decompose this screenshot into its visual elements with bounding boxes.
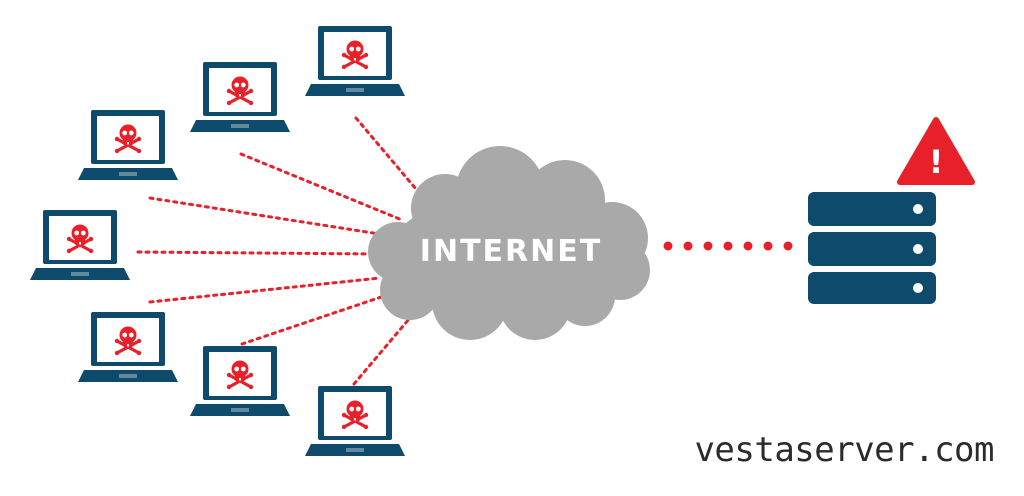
laptop-skull-icon [305,26,405,96]
brand-watermark: vestaserver.com [694,430,994,470]
attack-line [240,290,398,346]
laptop-skull-icon [305,386,405,456]
warning-triangle-icon: ! [897,117,975,185]
cloud-icon [368,146,650,340]
attacker-group [30,26,405,456]
server-link [663,241,793,251]
attack-lines [136,116,434,386]
server-link-dot [763,241,773,251]
target-server: ! [808,117,975,304]
server-link-dot [683,241,693,251]
laptop-skull-icon [190,62,290,132]
server-link-dot [743,241,753,251]
alert-symbol: ! [929,143,944,181]
laptop-skull-icon [78,312,178,382]
server-link-dot [703,241,713,251]
attack-line [136,250,380,256]
server-link-dot [723,241,733,251]
server-stack-icon [808,192,936,304]
attack-line [352,304,422,386]
cloud-label: INTERNET [420,234,602,269]
laptop-skull-icon [78,110,178,180]
server-link-dot [783,241,793,251]
server-link-dot [663,241,673,251]
attack-line [148,276,382,304]
laptop-skull-icon [190,346,290,416]
laptop-skull-icon [30,210,130,280]
internet-cloud: INTERNET [368,146,650,340]
attack-line [148,196,394,238]
attack-line [239,152,404,222]
